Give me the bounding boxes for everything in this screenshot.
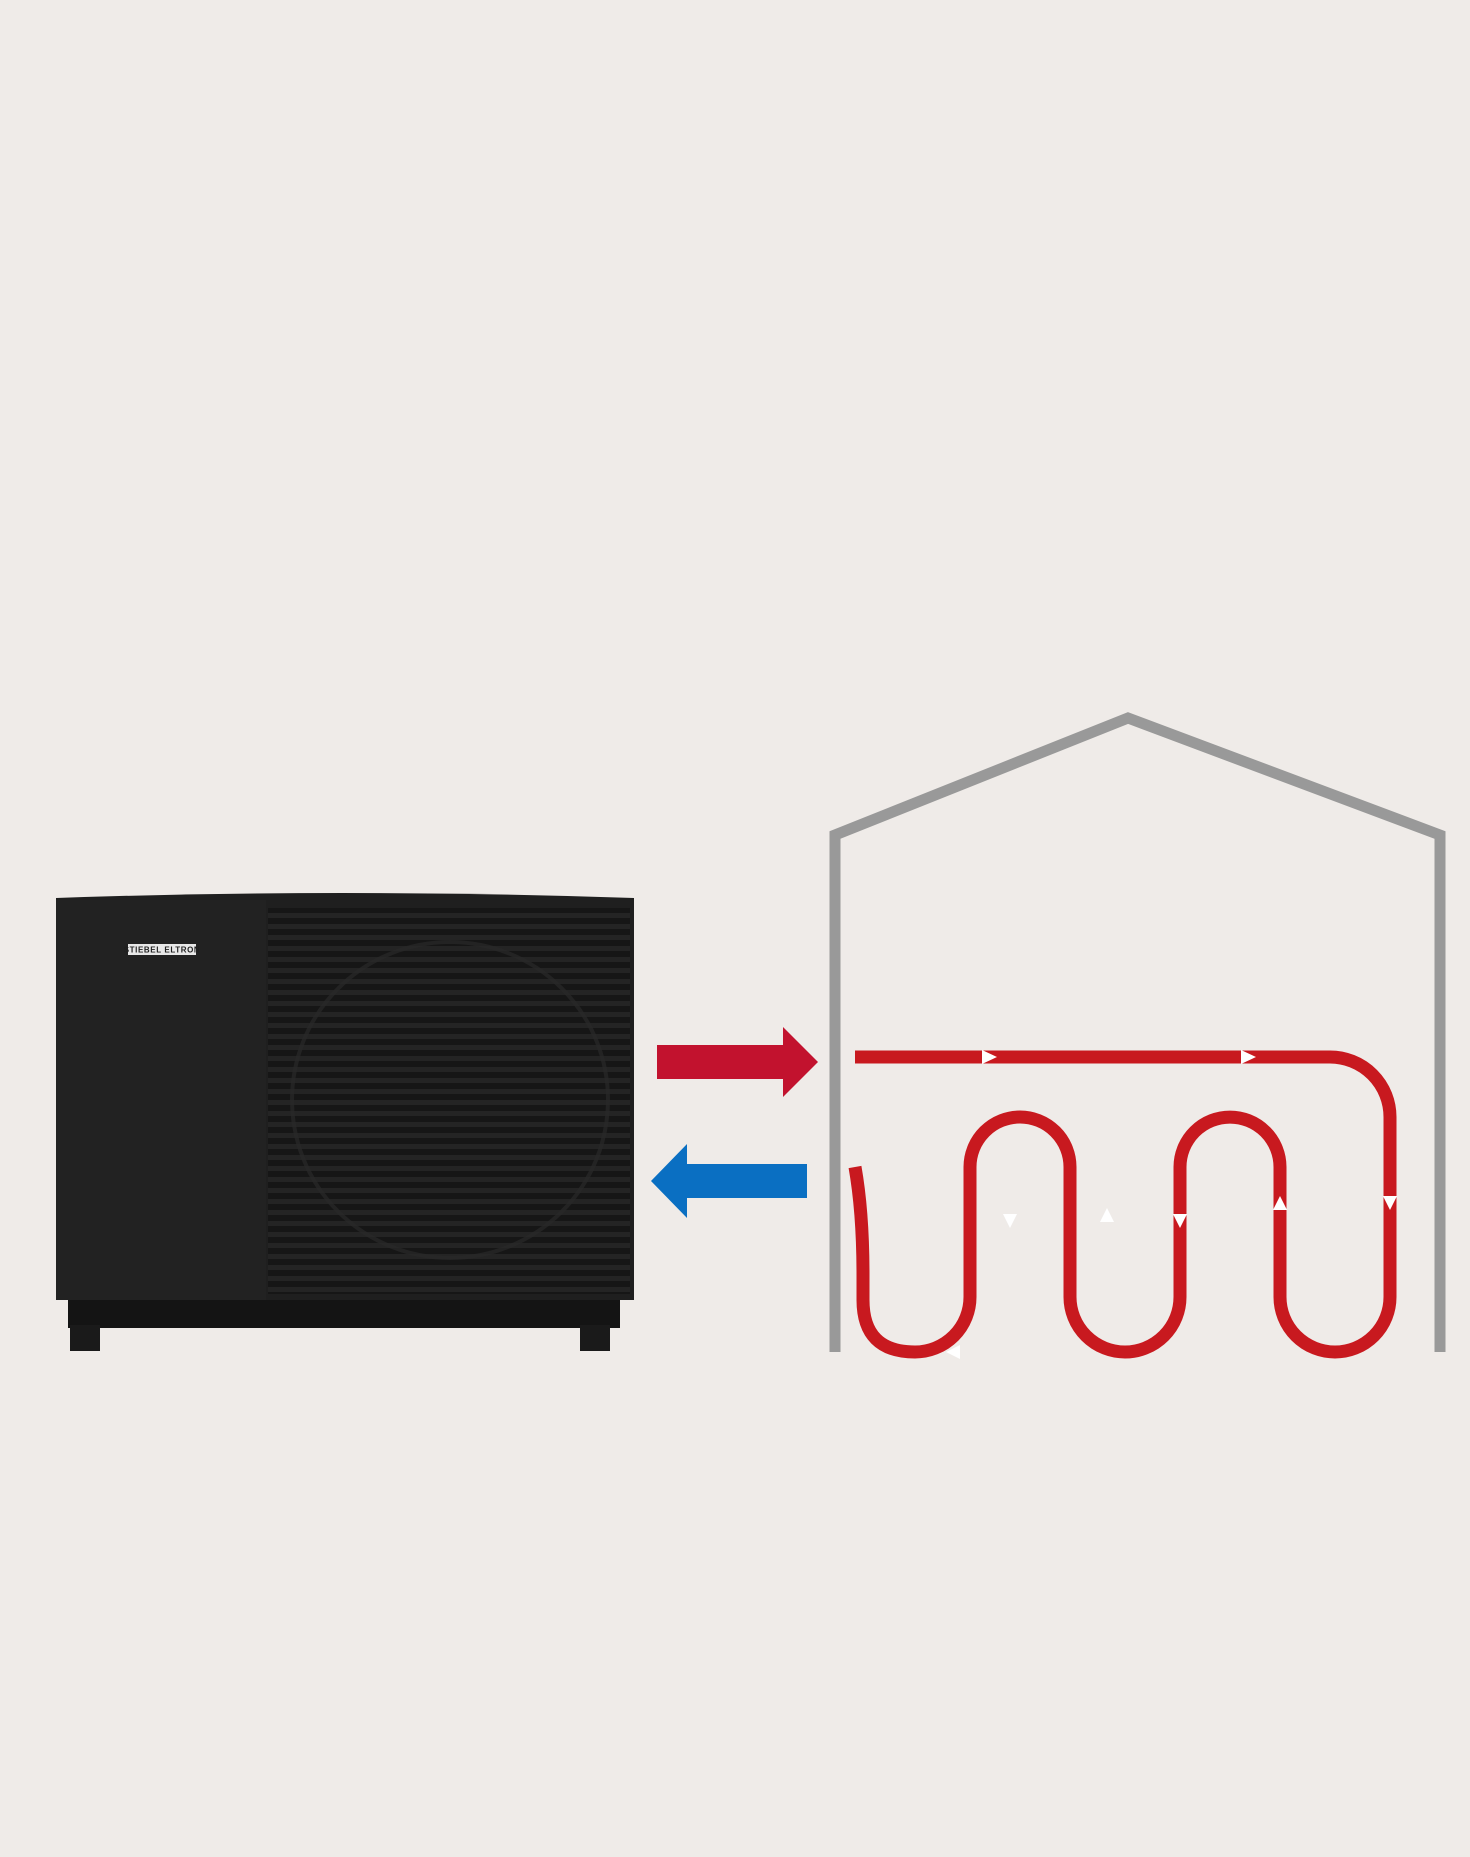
fan-shroud (290, 940, 610, 1260)
unit-base (68, 1298, 620, 1328)
arrow-right-icon (657, 1027, 818, 1097)
triangle-marker-icon (1100, 1208, 1114, 1222)
unit-foot-right (580, 1325, 610, 1351)
triangle-marker-icon (1173, 1214, 1187, 1228)
house-outline (829, 712, 1446, 1352)
heating-pipe-visible (848, 1050, 1397, 1359)
triangle-marker-icon (1273, 1196, 1287, 1210)
heat-pump-unit: STIEBEL ELTRON (56, 893, 634, 1351)
return-arrow (651, 1144, 807, 1218)
brand-logo-plate (128, 944, 196, 955)
flow-markers (946, 1050, 1397, 1359)
arrow-left-icon (651, 1144, 807, 1218)
triangle-marker-icon (1003, 1214, 1017, 1228)
unit-side-panel (56, 900, 266, 1300)
fan-grille (268, 908, 630, 1294)
flow-arrow (657, 1027, 818, 1097)
triangle-marker-icon (982, 1050, 997, 1064)
triangle-marker-icon (1383, 1196, 1397, 1210)
unit-foot-left (70, 1325, 100, 1351)
triangle-marker-icon (1241, 1050, 1256, 1064)
triangle-marker-icon (946, 1345, 960, 1359)
brand-logo-text: STIEBEL ELTRON (124, 946, 201, 955)
